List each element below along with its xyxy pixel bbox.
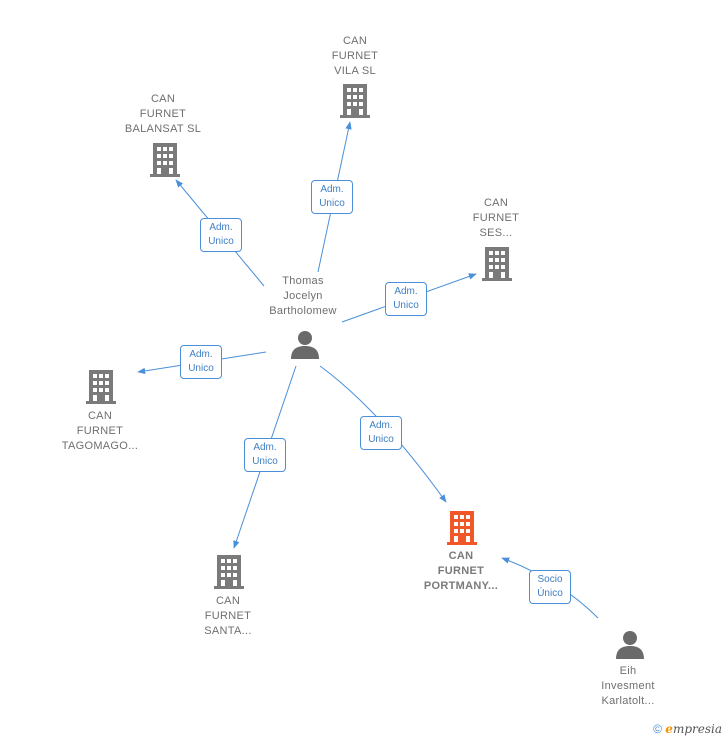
person-label-eih[interactable]: Eih Invesment Karlatolt... — [601, 665, 655, 707]
edge-label-portmany: Adm. Unico — [360, 416, 402, 450]
empresia-logo[interactable]: empresia — [665, 722, 722, 736]
building-icon[interactable] — [482, 247, 512, 281]
building-icon[interactable] — [150, 143, 180, 177]
company-label-tagomago[interactable]: CAN FURNET TAGOMAGO... — [61, 410, 139, 452]
company-label-balansat[interactable]: CAN FURNET BALANSAT SL — [124, 93, 202, 135]
building-icon-focus[interactable] — [447, 511, 477, 545]
building-icon[interactable] — [340, 84, 370, 118]
building-icon[interactable] — [214, 555, 244, 589]
person-label-thomas[interactable]: Thomas Jocelyn Bartholomew — [269, 275, 337, 317]
company-label-vila[interactable]: CAN FURNET VILA SL — [331, 35, 379, 77]
edge-label-ses: Adm. Unico — [385, 282, 427, 316]
edge-label-santa: Adm. Unico — [244, 438, 286, 472]
company-label-ses[interactable]: CAN FURNET SES... — [472, 197, 520, 239]
copyright-symbol: © — [653, 722, 662, 736]
company-label-portmany[interactable]: CAN FURNET PORTMANY... — [423, 550, 499, 592]
edge-label-vila: Adm. Unico — [311, 180, 353, 214]
building-icon[interactable] — [86, 370, 116, 404]
edge-label-tagomago: Adm. Unico — [180, 345, 222, 379]
person-icon[interactable] — [616, 631, 644, 659]
copyright-footer: © empresia — [653, 722, 722, 736]
edge-label-balansat: Adm. Unico — [200, 218, 242, 252]
person-icon[interactable] — [291, 331, 319, 359]
company-label-santa[interactable]: CAN FURNET SANTA... — [204, 595, 252, 637]
edge-label-eih: Socio Único — [529, 570, 571, 604]
